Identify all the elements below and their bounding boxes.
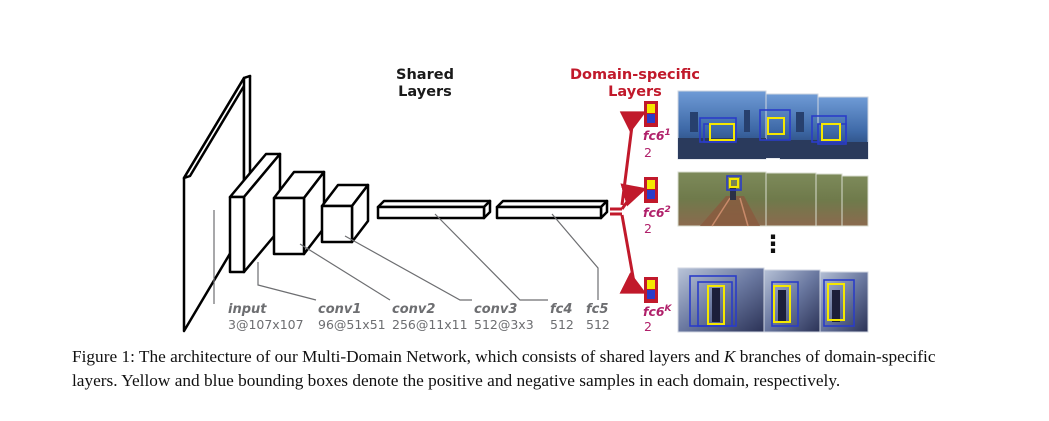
fc6-k-label: fc6K <box>643 304 673 319</box>
fc4-layer-block <box>376 199 492 220</box>
fc6-k-dims: 2 <box>644 319 652 334</box>
shared-layers-title-line2: Layers <box>398 84 452 100</box>
caption-line2: layers. Yellow and blue bounding boxes d… <box>72 371 841 390</box>
branch-arrows <box>610 111 647 294</box>
conv1-dims: 96@51x51 <box>318 317 386 332</box>
layer-labels: input 3@107x107 conv1 96@51x51 conv2 256… <box>228 302 610 332</box>
caption-line1-start: Figure 1: The architecture of our Multi-… <box>72 347 724 366</box>
fc4-dims: 512 <box>550 317 574 332</box>
domain-specific-title-line2: Layers <box>608 84 662 100</box>
fc6-1-icon <box>644 101 658 127</box>
conv2-layer-block <box>272 170 326 256</box>
fc6-2-icon <box>644 177 658 203</box>
caption-k-symbol: K <box>723 347 736 366</box>
conv2-dims: 256@11x11 <box>392 317 468 332</box>
conv1-layer-block <box>228 152 282 274</box>
fc5-label: fc5 <box>586 302 608 317</box>
input-dims: 3@107x107 <box>228 317 304 332</box>
fc4-label: fc4 <box>550 302 572 317</box>
leader-lines <box>213 210 599 304</box>
domain-1-image-strip <box>677 90 869 160</box>
caption-line1-end: branches of domain-specific <box>735 347 936 366</box>
fc6-k-icon <box>644 277 658 303</box>
fc6-2-dims: 2 <box>644 221 652 236</box>
fc5-layer-block <box>495 199 609 220</box>
shared-layers-title-line1: Shared <box>396 67 454 83</box>
conv3-label: conv3 <box>474 302 517 317</box>
conv3-dims: 512@3x3 <box>474 317 534 332</box>
conv3-layer-block <box>320 183 370 244</box>
figure-caption: Figure 1: The architecture of our Multi-… <box>72 345 1042 393</box>
conv2-label: conv2 <box>392 302 435 317</box>
more-domains-ellipsis: ⋮ <box>761 230 785 258</box>
domain-2-image-strip <box>677 171 869 227</box>
domain-specific-title-line1: Domain-specific <box>570 67 700 83</box>
fc6-1-dims: 2 <box>644 145 652 160</box>
fc6-2-label: fc62 <box>643 205 671 220</box>
domain-k-image-strip <box>677 267 869 333</box>
fc5-dims: 512 <box>586 317 610 332</box>
conv1-label: conv1 <box>318 302 361 317</box>
fc6-1-label: fc61 <box>643 128 671 143</box>
input-label: input <box>228 302 267 317</box>
